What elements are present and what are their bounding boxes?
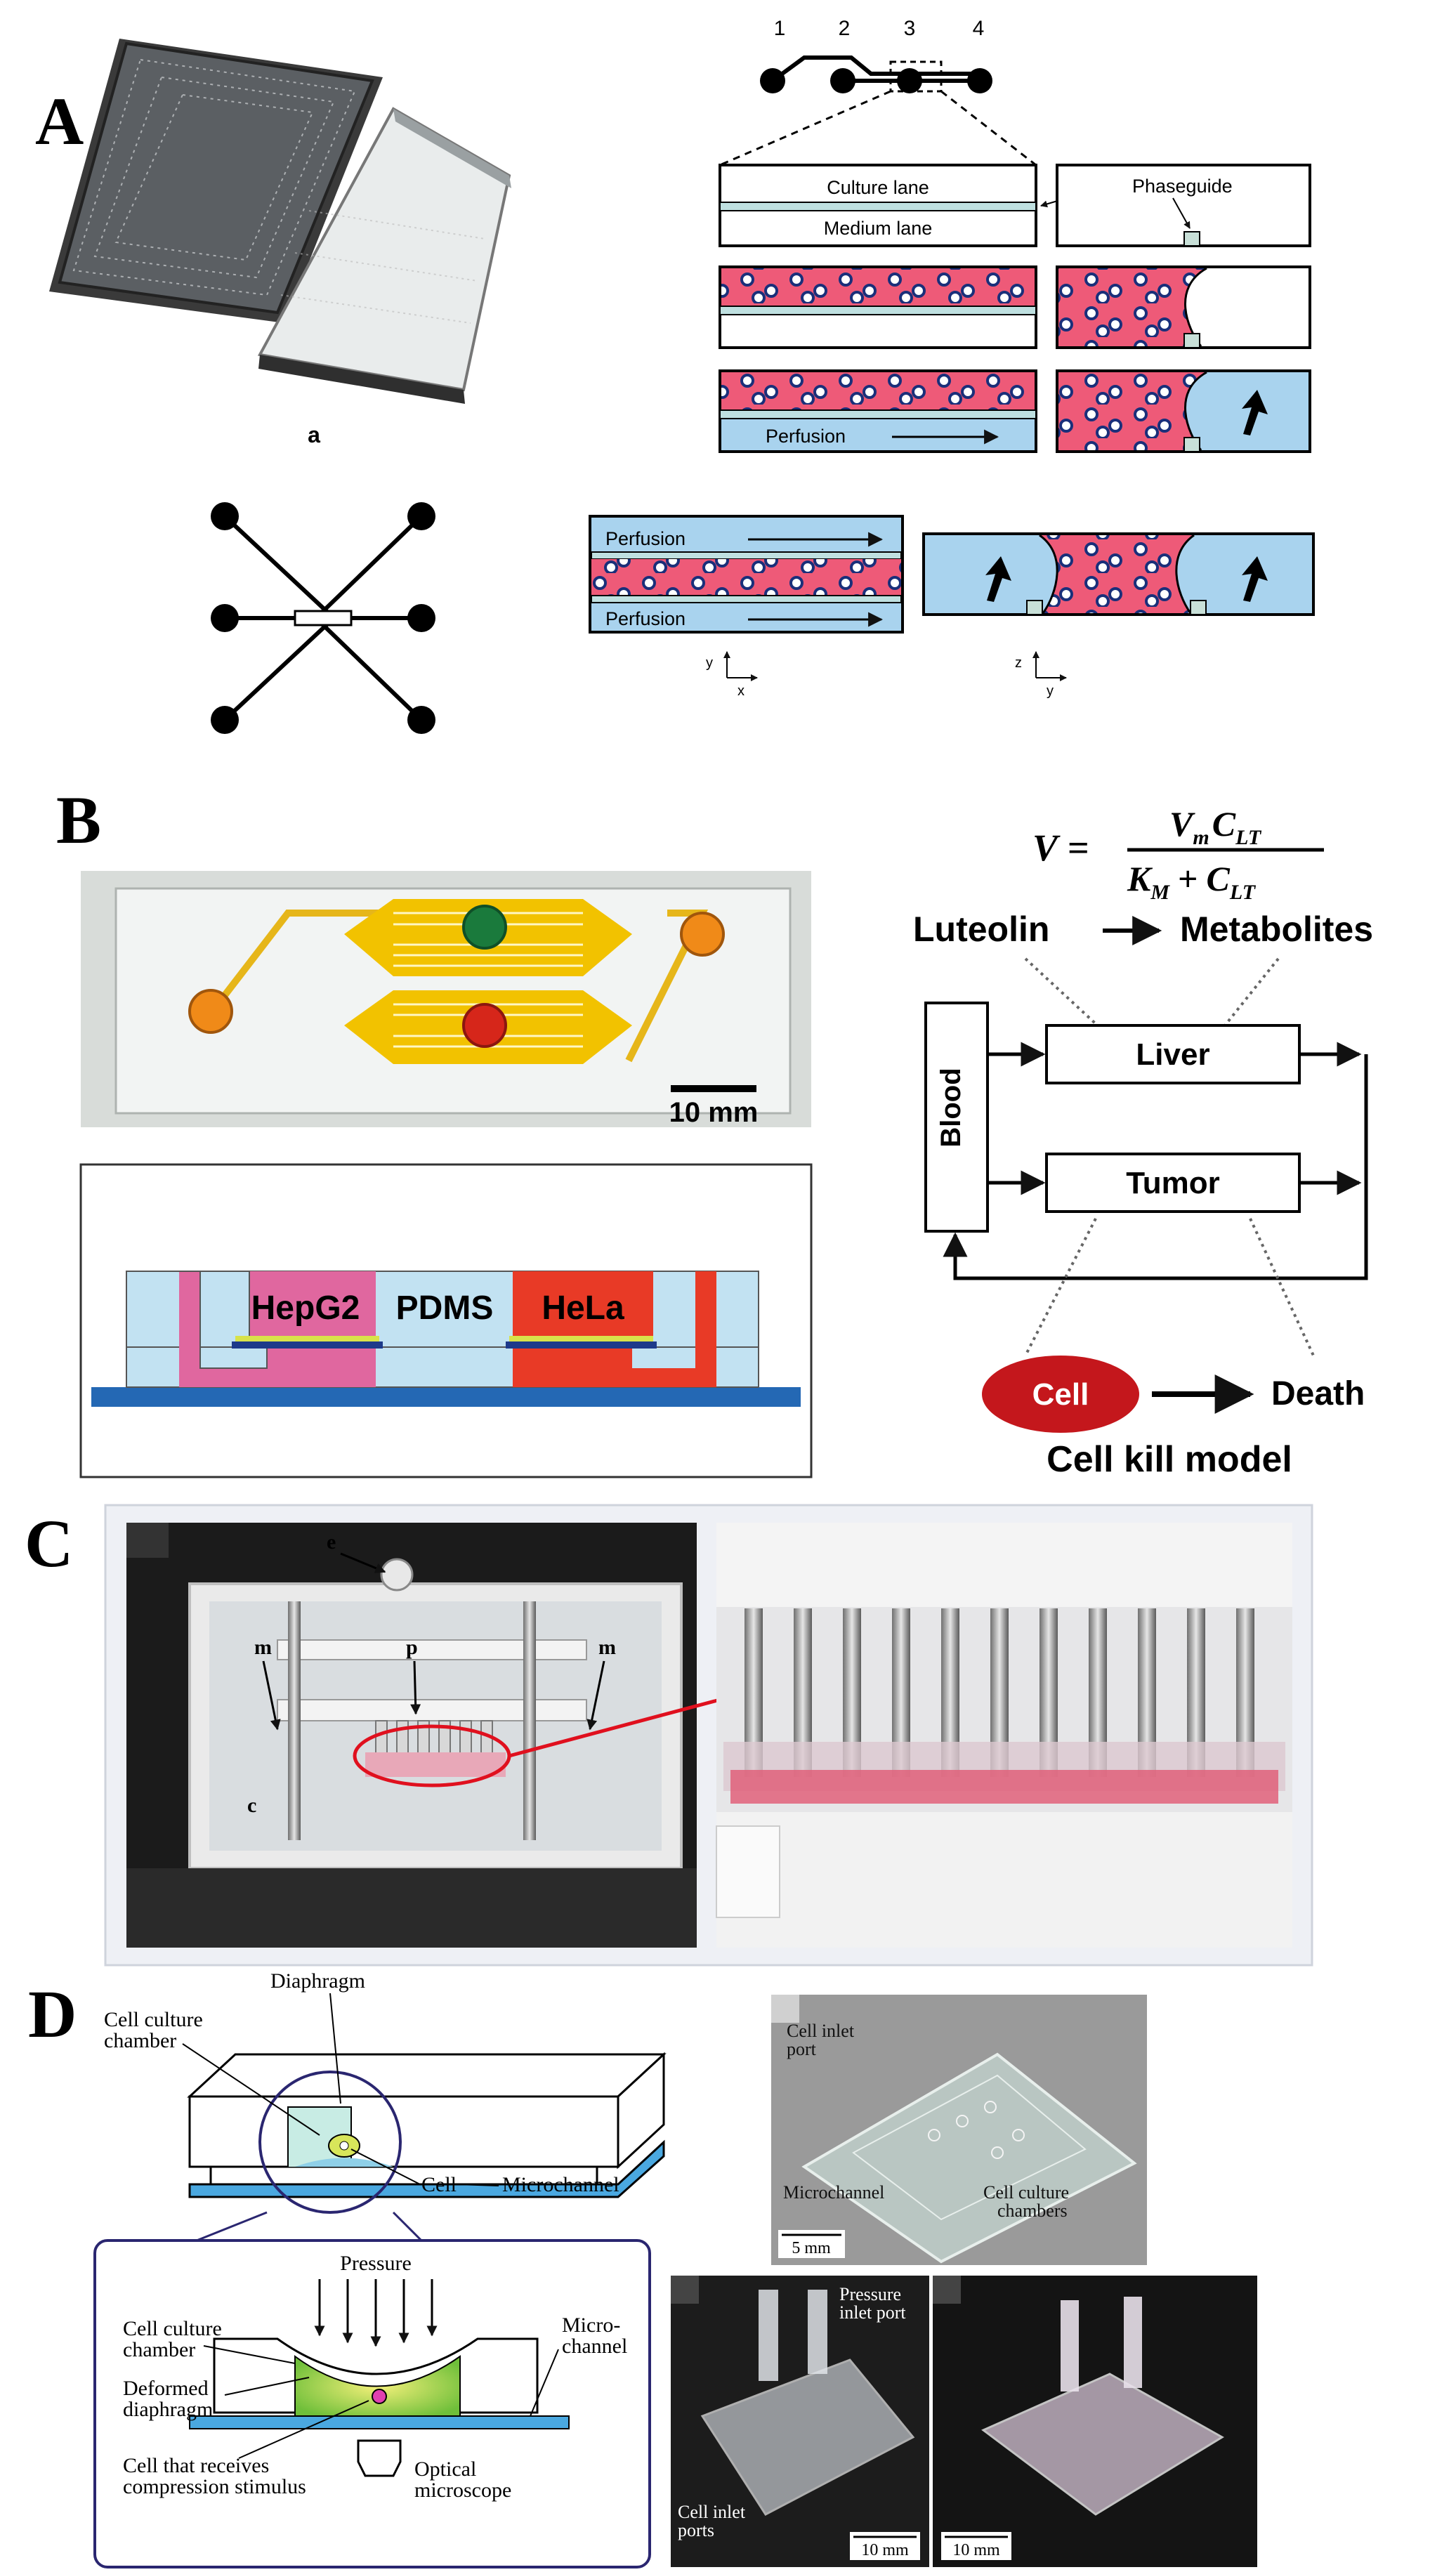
hepg2-label: HepG2 [251, 1290, 360, 1327]
panel-letter-a: A [35, 84, 84, 159]
pressure-label: Pressure [340, 2252, 412, 2275]
inlet-1 [760, 68, 785, 93]
axis-xy: y x [706, 651, 758, 699]
cell-label-d: Cell [421, 2173, 457, 2196]
scale-10mm-a: 10 mm [861, 2541, 909, 2559]
panel-letter-c: C [25, 1506, 73, 1581]
inlet-number-2: 2 [839, 17, 851, 40]
axis-zy: z y [1015, 651, 1067, 699]
medium-lane-label: Medium lane [824, 218, 933, 239]
x-chip-schematic [223, 514, 424, 722]
tumor-box [1045, 1153, 1301, 1213]
panel-letter-b: B [56, 782, 101, 858]
label-e: e [327, 1530, 336, 1554]
flow-arrow-a1 [1242, 390, 1268, 435]
chip-channel-schematic [771, 55, 978, 83]
inlet-2 [830, 68, 855, 93]
photo-microchannel: Microchannel [783, 2182, 884, 2203]
pdms-label: PDMS [396, 1290, 494, 1327]
svg-text:y: y [706, 655, 713, 671]
metabolites-label: Metabolites [1180, 910, 1373, 949]
inlet-3 [897, 68, 922, 93]
label-m-right: m [598, 1636, 616, 1659]
scale-5mm: 5 mm [792, 2239, 831, 2257]
plate-photo-caption: a [308, 422, 320, 447]
svg-text:VmCLT: VmCLT [1169, 804, 1262, 849]
svg-text:x: x [737, 683, 745, 699]
blood-label: Blood [936, 1068, 966, 1147]
kinetics-equation: V= VmCLT KM+CLT [1032, 804, 1324, 904]
liver-label: Liver [1136, 1037, 1209, 1072]
tumor-label: Tumor [1126, 1166, 1220, 1200]
inlet-number-1: 1 [774, 17, 786, 40]
panel-c: C e m p m c [25, 1504, 1313, 1967]
label-c: c [247, 1794, 256, 1817]
cell-kill-model-label: Cell kill model [1047, 1439, 1292, 1480]
svg-text:KM+CLT: KM+CLT [1127, 859, 1257, 904]
diaphragm-label: Diaphragm [270, 1969, 365, 1993]
culture-lane-label: Culture lane [827, 177, 929, 198]
inlet-number-3: 3 [904, 17, 916, 40]
zoom-box [889, 60, 943, 93]
plate-photo [49, 39, 511, 404]
inlet-4 [967, 68, 992, 93]
svg-text:V=: V= [1032, 827, 1089, 869]
inlet-number-4: 4 [973, 17, 985, 40]
micro-channel-label: Micro-channel [562, 2314, 627, 2358]
panel-a: A a [35, 17, 1315, 734]
perfusion-label-2: Perfusion [605, 528, 686, 549]
microchannel-label: Microchannel [502, 2173, 619, 2196]
death-label: Death [1271, 1375, 1365, 1412]
label-p: p [406, 1636, 418, 1659]
scale-bar-10mm: 10 mm [669, 1097, 759, 1128]
device-3d-schematic [187, 2052, 667, 2214]
perfusion-label-3: Perfusion [605, 608, 686, 629]
cell-label: Cell [1032, 1377, 1089, 1412]
panel-letter-d: D [28, 1976, 77, 2052]
cell-ellipse [982, 1356, 1139, 1433]
hela-label: HeLa [542, 1290, 624, 1327]
luteolin-label: Luteolin [913, 910, 1049, 949]
label-m-left: m [254, 1636, 272, 1659]
svg-text:y: y [1047, 683, 1054, 699]
phaseguide-label: Phaseguide [1132, 176, 1233, 197]
blood-box [924, 1002, 989, 1233]
panel-b: B 10 mm HepG2 [56, 782, 1373, 1480]
svg-text:z: z [1015, 655, 1022, 671]
perfusion-label-1: Perfusion [766, 426, 846, 447]
scale-10mm-b: 10 mm [952, 2541, 1000, 2559]
